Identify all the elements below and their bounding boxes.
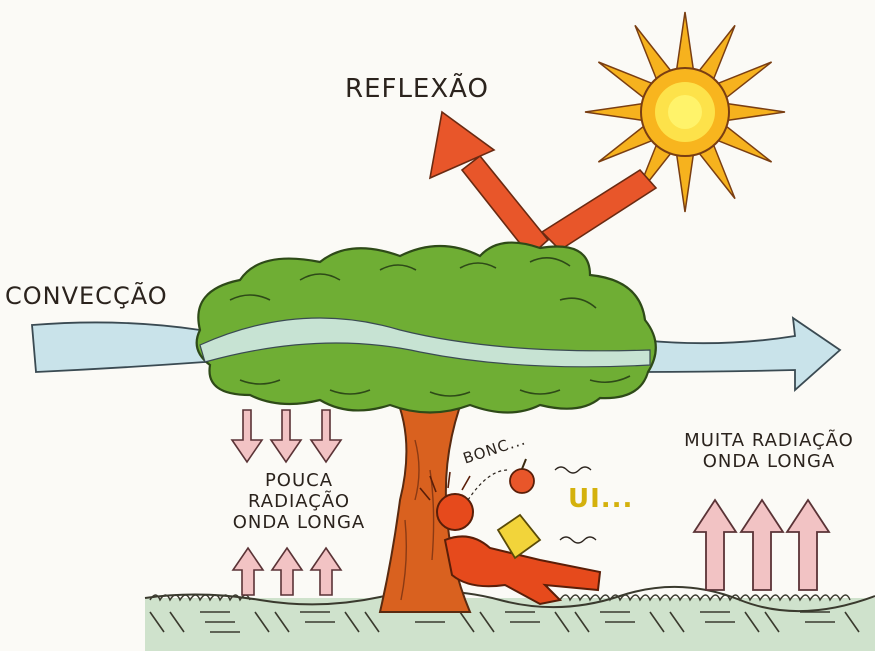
radiation-arrows-up-right — [692, 498, 831, 591]
radiation-arrows-down — [230, 409, 343, 464]
ground — [144, 585, 875, 651]
sun-icon — [584, 11, 786, 213]
low-radiation-line1: POUCA — [264, 470, 334, 491]
ui-exclamation-label: UI... — [568, 484, 634, 514]
low-radiation-line3: ONDA LONGA — [232, 512, 366, 533]
high-radiation-line2: ONDA LONGA — [702, 451, 836, 472]
high-radiation-line1: MUITA RADIAÇÃO — [684, 430, 854, 451]
reflection-label: REFLEXÃO — [345, 74, 489, 104]
reflection-arrow — [428, 110, 658, 258]
convection-label: CONVECÇÃO — [5, 282, 168, 310]
apple-icon — [467, 458, 535, 501]
person-icon — [419, 471, 602, 606]
low-radiation-line2: RADIAÇÃO — [248, 491, 350, 512]
book-icon — [496, 513, 542, 560]
low-radiation-label: POUCA RADIAÇÃO ONDA LONGA — [214, 470, 384, 533]
tree-icon — [195, 241, 657, 414]
ui-exclamation-squiggles — [554, 466, 597, 544]
high-radiation-label: MUITA RADIAÇÃO ONDA LONGA — [664, 430, 874, 472]
radiation-arrows-up-left — [231, 546, 343, 596]
